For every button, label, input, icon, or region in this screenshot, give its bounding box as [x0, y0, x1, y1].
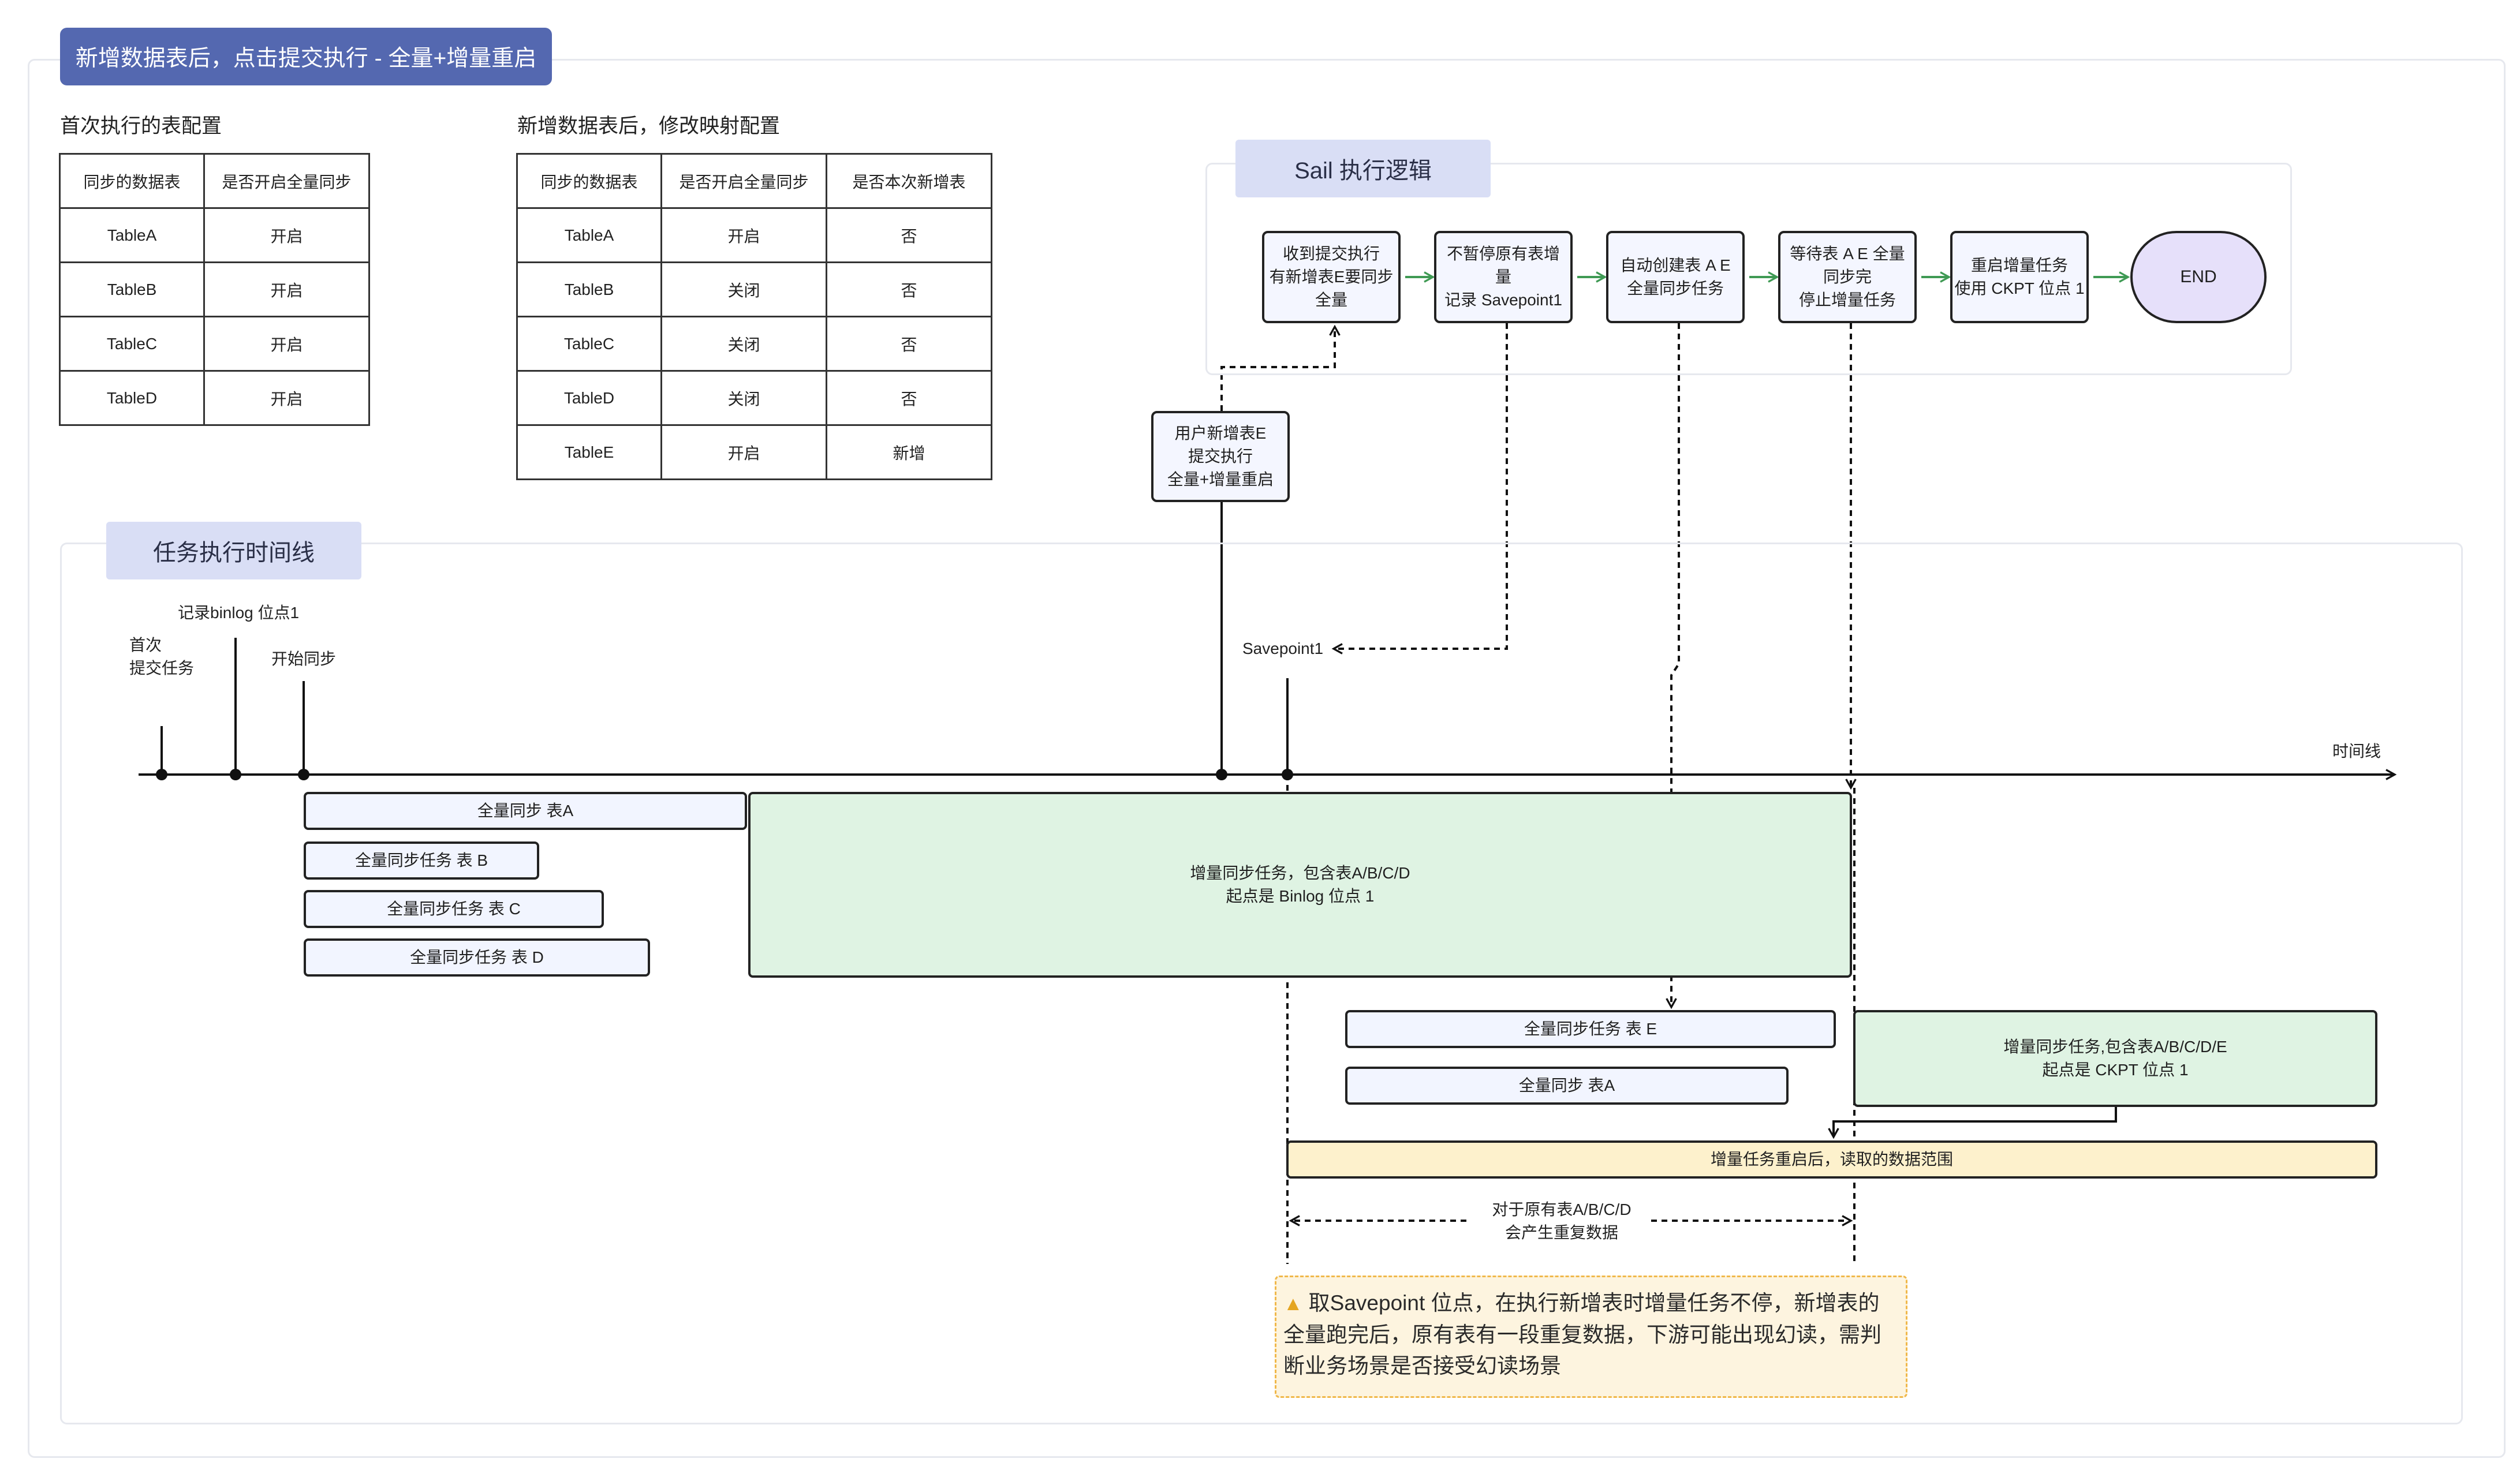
warning-note: ▲取Savepoint 位点，在执行新增表时增量任务不停，新增表的全量跑完后，原… — [1275, 1276, 1907, 1398]
table-cell: TableD — [59, 370, 205, 426]
table-header: 同步的数据表 — [516, 153, 662, 209]
table-row: TableD 开启 — [59, 370, 370, 426]
table-row: TableC 关闭 否 — [516, 316, 992, 372]
outer-frame — [28, 59, 2506, 1458]
first-config-table: 同步的数据表 是否开启全量同步 TableA 开启 TableB 开启 Tabl… — [59, 153, 370, 426]
sail-step-wait-stop-incremental: 等待表 A E 全量 同步完 停止增量任务 — [1778, 231, 1917, 323]
table-cell: 开启 — [203, 261, 370, 317]
dash-step2-to-savepoint — [1334, 323, 1508, 649]
table-header: 同步的数据表 — [59, 153, 205, 209]
duplicate-data-label: 对于原有表A/B/C/D 会产生重复数据 — [1492, 1200, 1632, 1241]
event-start-sync-label: 开始同步 — [271, 650, 337, 668]
sail-step-receive-submit: 收到提交执行 有新增表E要同步 全量 — [1262, 231, 1401, 323]
table-cell: 关闭 — [660, 316, 827, 372]
bar-full-sync-e: 全量同步任务 表 E — [1345, 1010, 1836, 1048]
new-config-caption: 新增数据表后，修改映射配置 — [517, 115, 781, 137]
table-row: TableA 开启 否 — [516, 207, 992, 263]
table-cell: TableB — [516, 261, 662, 317]
bar-full-sync-c: 全量同步任务 表 C — [304, 890, 604, 928]
user-action-box: 用户新增表E 提交执行 全量+增量重启 — [1151, 411, 1290, 502]
table-header: 是否开启全量同步 — [203, 153, 370, 209]
table-header: 是否开启全量同步 — [660, 153, 827, 209]
warning-icon: ▲ — [1283, 1293, 1303, 1315]
table-cell: 关闭 — [660, 261, 827, 317]
table-cell: 开启 — [203, 316, 370, 372]
table-cell: TableC — [516, 316, 662, 372]
table-cell: 开启 — [203, 370, 370, 426]
bar-incremental-abcd: 增量同步任务，包含表A/B/C/D 起点是 Binlog 位点 1 — [748, 792, 1852, 978]
table-cell: TableE — [516, 424, 662, 480]
new-config-table: 同步的数据表 是否开启全量同步 是否本次新增表 TableA 开启 否 Tabl… — [516, 153, 992, 480]
table-cell: TableD — [516, 370, 662, 426]
table-cell: 否 — [826, 207, 992, 263]
event-first-submit-label: 首次 提交任务 — [129, 636, 195, 677]
sail-step-create-full-sync: 自动创建表 A E 全量同步任务 — [1606, 231, 1745, 323]
table-header: 是否本次新增表 — [826, 153, 992, 209]
bar-read-range: 增量任务重启后，读取的数据范围 — [1286, 1140, 2377, 1179]
table-cell: 开启 — [660, 207, 827, 263]
bar-full-sync-b: 全量同步任务 表 B — [304, 842, 539, 880]
table-cell: 否 — [826, 370, 992, 426]
table-cell: 否 — [826, 316, 992, 372]
table-cell: 关闭 — [660, 370, 827, 426]
table-row: TableB 开启 — [59, 261, 370, 317]
table-row: TableE 开启 新增 — [516, 424, 992, 480]
bar-full-sync-a-restart: 全量同步 表A — [1345, 1067, 1789, 1105]
table-cell: TableB — [59, 261, 205, 317]
table-cell: 新增 — [826, 424, 992, 480]
dash-user-to-step1 — [1220, 327, 1335, 411]
first-config-caption: 首次执行的表配置 — [60, 115, 222, 137]
dot-user-action — [1216, 769, 1227, 780]
table-row: TableC 开启 — [59, 316, 370, 372]
bar-incremental-abcde: 增量同步任务,包含表A/B/C/D/E 起点是 CKPT 位点 1 — [1853, 1010, 2377, 1107]
sail-step-restart-incremental: 重启增量任务 使用 CKPT 位点 1 — [1950, 231, 2089, 323]
page-title: 新增数据表后，点击提交执行 - 全量+增量重启 — [60, 28, 552, 85]
timeline-frame — [60, 543, 2463, 1424]
table-cell: TableA — [59, 207, 205, 263]
dot-first-submit — [156, 769, 167, 780]
table-row: TableD 关闭 否 — [516, 370, 992, 426]
dot-binlog — [230, 769, 241, 780]
event-binlog-label: 记录binlog 位点1 — [178, 604, 300, 622]
table-cell: 开启 — [203, 207, 370, 263]
table-cell: TableC — [59, 316, 205, 372]
timeline-axis-label: 时间线 — [2332, 742, 2381, 760]
ckpt-to-read-range — [1834, 1107, 2117, 1137]
sail-frame — [1205, 163, 2292, 375]
table-cell: 否 — [826, 261, 992, 317]
warning-text: 取Savepoint 位点，在执行新增表时增量任务不停，新增表的全量跑完后，原有… — [1283, 1291, 1881, 1378]
sail-step-record-savepoint: 不暂停原有表增 量 记录 Savepoint1 — [1434, 231, 1573, 323]
table-row: TableA 开启 — [59, 207, 370, 263]
timeline-title: 任务执行时间线 — [106, 522, 361, 579]
bar-full-sync-a: 全量同步 表A — [304, 792, 747, 830]
bar-full-sync-d: 全量同步任务 表 D — [304, 938, 650, 977]
event-savepoint-label: Savepoint1 — [1242, 639, 1324, 657]
dot-start-sync — [298, 769, 309, 780]
table-row: TableB 关闭 否 — [516, 261, 992, 317]
table-cell: TableA — [516, 207, 662, 263]
sail-end-node: END — [2130, 231, 2267, 323]
table-cell: 开启 — [660, 424, 827, 480]
sail-title: Sail 执行逻辑 — [1235, 140, 1491, 197]
